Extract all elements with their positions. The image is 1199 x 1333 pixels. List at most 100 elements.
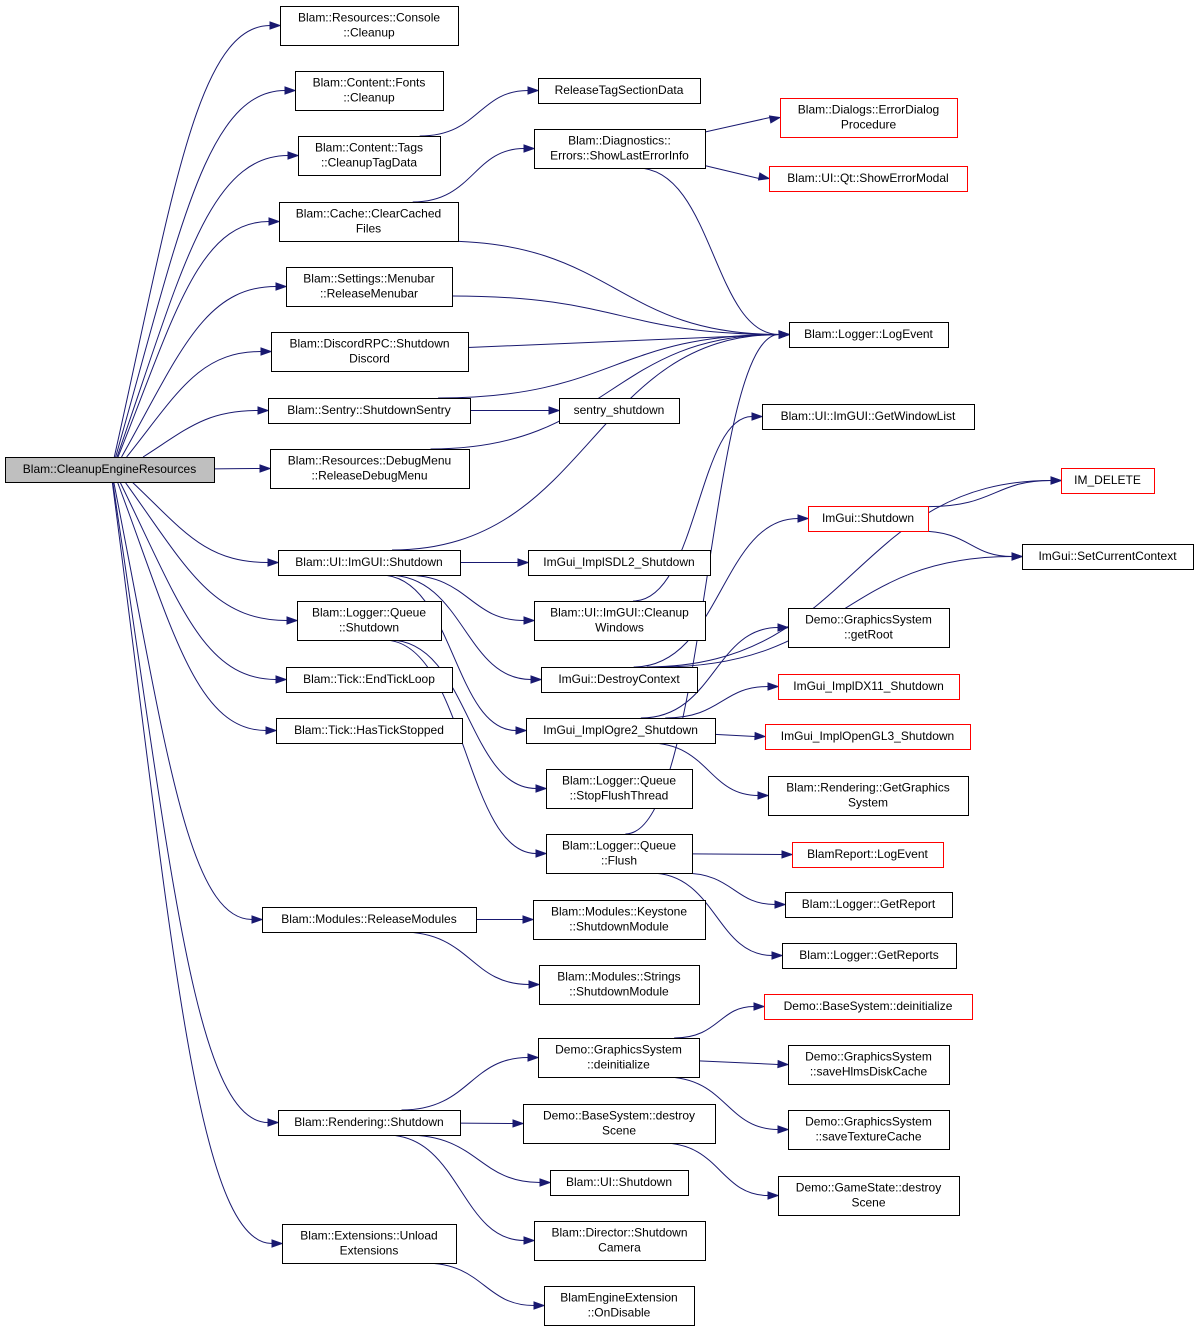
- node-box[interactable]: [276, 718, 463, 744]
- node-box[interactable]: [785, 892, 953, 918]
- node-imgui_shutdown[interactable]: Blam::UI::ImGUI::Shutdown: [278, 550, 461, 576]
- node-sentry_shutdown_blam[interactable]: Blam::Sentry::ShutdownSentry: [268, 398, 471, 424]
- node-box[interactable]: [550, 1170, 689, 1196]
- node-sentry_shutdown[interactable]: sentry_shutdown: [559, 398, 680, 424]
- node-box[interactable]: [523, 1104, 716, 1144]
- node-box[interactable]: [788, 1045, 950, 1085]
- node-box[interactable]: [559, 398, 680, 424]
- node-im_delete[interactable]: IM_DELETE: [1061, 468, 1155, 494]
- node-box[interactable]: [270, 449, 470, 489]
- node-box[interactable]: [282, 1224, 457, 1264]
- node-get_report[interactable]: Blam::Logger::GetReport: [785, 892, 953, 918]
- node-box[interactable]: [298, 136, 441, 176]
- node-end_tick[interactable]: Blam::Tick::EndTickLoop: [286, 667, 453, 693]
- node-release_debug[interactable]: Blam::Resources::DebugMenu::ReleaseDebug…: [270, 449, 470, 489]
- node-release_menubar[interactable]: Blam::Settings::Menubar::ReleaseMenubar: [286, 267, 453, 307]
- node-stop_flush[interactable]: Blam::Logger::Queue::StopFlushThread: [546, 769, 693, 809]
- node-box[interactable]: [1061, 468, 1155, 494]
- node-save_texture[interactable]: Demo::GraphicsSystem::saveTextureCache: [788, 1110, 950, 1150]
- node-box[interactable]: [544, 1286, 695, 1326]
- node-box[interactable]: [526, 718, 716, 744]
- node-box[interactable]: [286, 267, 453, 307]
- node-get_root[interactable]: Demo::GraphicsSystem::getRoot: [788, 608, 950, 648]
- node-blamreport_log[interactable]: BlamReport::LogEvent: [792, 842, 944, 868]
- node-box[interactable]: [268, 398, 471, 424]
- node-box[interactable]: [539, 965, 700, 1005]
- node-box[interactable]: [546, 834, 693, 874]
- node-ogre2_shutdown[interactable]: ImGui_ImplOgre2_Shutdown: [526, 718, 716, 744]
- node-box[interactable]: [762, 404, 975, 430]
- node-box[interactable]: [789, 322, 949, 348]
- node-flush[interactable]: Blam::Logger::Queue::Flush: [546, 834, 693, 874]
- node-box[interactable]: [792, 842, 944, 868]
- node-box[interactable]: [782, 943, 957, 969]
- node-box[interactable]: [286, 667, 453, 693]
- node-box[interactable]: [768, 776, 969, 816]
- node-box[interactable]: [279, 202, 459, 242]
- node-gs_deinit[interactable]: Demo::GraphicsSystem::deinitialize: [538, 1038, 700, 1078]
- node-show_error_modal[interactable]: Blam::UI::Qt::ShowErrorModal: [769, 166, 968, 192]
- node-box[interactable]: [534, 1221, 706, 1261]
- node-dx11_shutdown[interactable]: ImGui_ImplDX11_Shutdown: [778, 674, 960, 700]
- node-get_window_list[interactable]: Blam::UI::ImGUI::GetWindowList: [762, 404, 975, 430]
- node-box[interactable]: [769, 166, 968, 192]
- node-box[interactable]: [278, 550, 461, 576]
- node-on_disable[interactable]: BlamEngineExtension::OnDisable: [544, 1286, 695, 1326]
- node-opengl3_shutdown[interactable]: ImGui_ImplOpenGL3_Shutdown: [765, 724, 971, 750]
- node-get_reports[interactable]: Blam::Logger::GetReports: [782, 943, 957, 969]
- node-has_tick[interactable]: Blam::Tick::HasTickStopped: [276, 718, 463, 744]
- node-keystone_shutdown[interactable]: Blam::Modules::Keystone::ShutdownModule: [533, 900, 706, 940]
- node-sdl2_shutdown[interactable]: ImGui_ImplSDL2_Shutdown: [528, 550, 711, 576]
- node-release_tag_section[interactable]: ReleaseTagSectionData: [538, 78, 701, 104]
- node-box[interactable]: [764, 994, 973, 1020]
- node-tags_cleanup[interactable]: Blam::Content::Tags::CleanupTagData: [298, 136, 441, 176]
- node-box[interactable]: [778, 1176, 960, 1216]
- node-box[interactable]: [765, 724, 971, 750]
- node-save_hlms[interactable]: Demo::GraphicsSystem::saveHlmsDiskCache: [788, 1045, 950, 1085]
- node-box[interactable]: [533, 900, 706, 940]
- node-box[interactable]: [788, 1110, 950, 1150]
- node-box[interactable]: [808, 506, 929, 532]
- node-box[interactable]: [788, 608, 950, 648]
- node-set_current_context[interactable]: ImGui::SetCurrentContext: [1022, 544, 1194, 570]
- node-box[interactable]: [280, 6, 459, 46]
- node-box[interactable]: [546, 769, 693, 809]
- node-box[interactable]: [262, 907, 477, 933]
- node-box[interactable]: [297, 601, 442, 641]
- node-box[interactable]: [5, 457, 215, 483]
- node-box[interactable]: [534, 129, 706, 169]
- node-box[interactable]: [271, 332, 469, 372]
- node-box[interactable]: [538, 1038, 700, 1078]
- node-release_modules[interactable]: Blam::Modules::ReleaseModules: [262, 907, 477, 933]
- node-box[interactable]: [541, 667, 698, 693]
- node-box[interactable]: [538, 78, 701, 104]
- node-strings_shutdown[interactable]: Blam::Modules::Strings::ShutdownModule: [539, 965, 700, 1005]
- node-box[interactable]: [534, 601, 706, 641]
- node-box[interactable]: [278, 1110, 461, 1136]
- node-imgui_ns_shutdown[interactable]: ImGui::Shutdown: [808, 506, 929, 532]
- node-destroy_context[interactable]: ImGui::DestroyContext: [541, 667, 698, 693]
- node-box[interactable]: [778, 674, 960, 700]
- node-rendering_shutdown[interactable]: Blam::Rendering::Shutdown: [278, 1110, 461, 1136]
- node-box[interactable]: [295, 71, 444, 111]
- node-console_cleanup[interactable]: Blam::Resources::Console::Cleanup: [280, 6, 459, 46]
- node-box[interactable]: [528, 550, 711, 576]
- node-ui_shutdown[interactable]: Blam::UI::Shutdown: [550, 1170, 689, 1196]
- node-show_last_error[interactable]: Blam::Diagnostics::Errors::ShowLastError…: [534, 129, 706, 169]
- node-root[interactable]: Blam::CleanupEngineResources: [5, 457, 215, 483]
- node-box[interactable]: [1022, 544, 1194, 570]
- node-fonts_cleanup[interactable]: Blam::Content::Fonts::Cleanup: [295, 71, 444, 111]
- node-box[interactable]: [780, 98, 958, 138]
- node-bs_deinit[interactable]: Demo::BaseSystem::deinitialize: [764, 994, 973, 1020]
- node-log_event[interactable]: Blam::Logger::LogEvent: [789, 322, 949, 348]
- node-queue_shutdown[interactable]: Blam::Logger::Queue::Shutdown: [297, 601, 442, 641]
